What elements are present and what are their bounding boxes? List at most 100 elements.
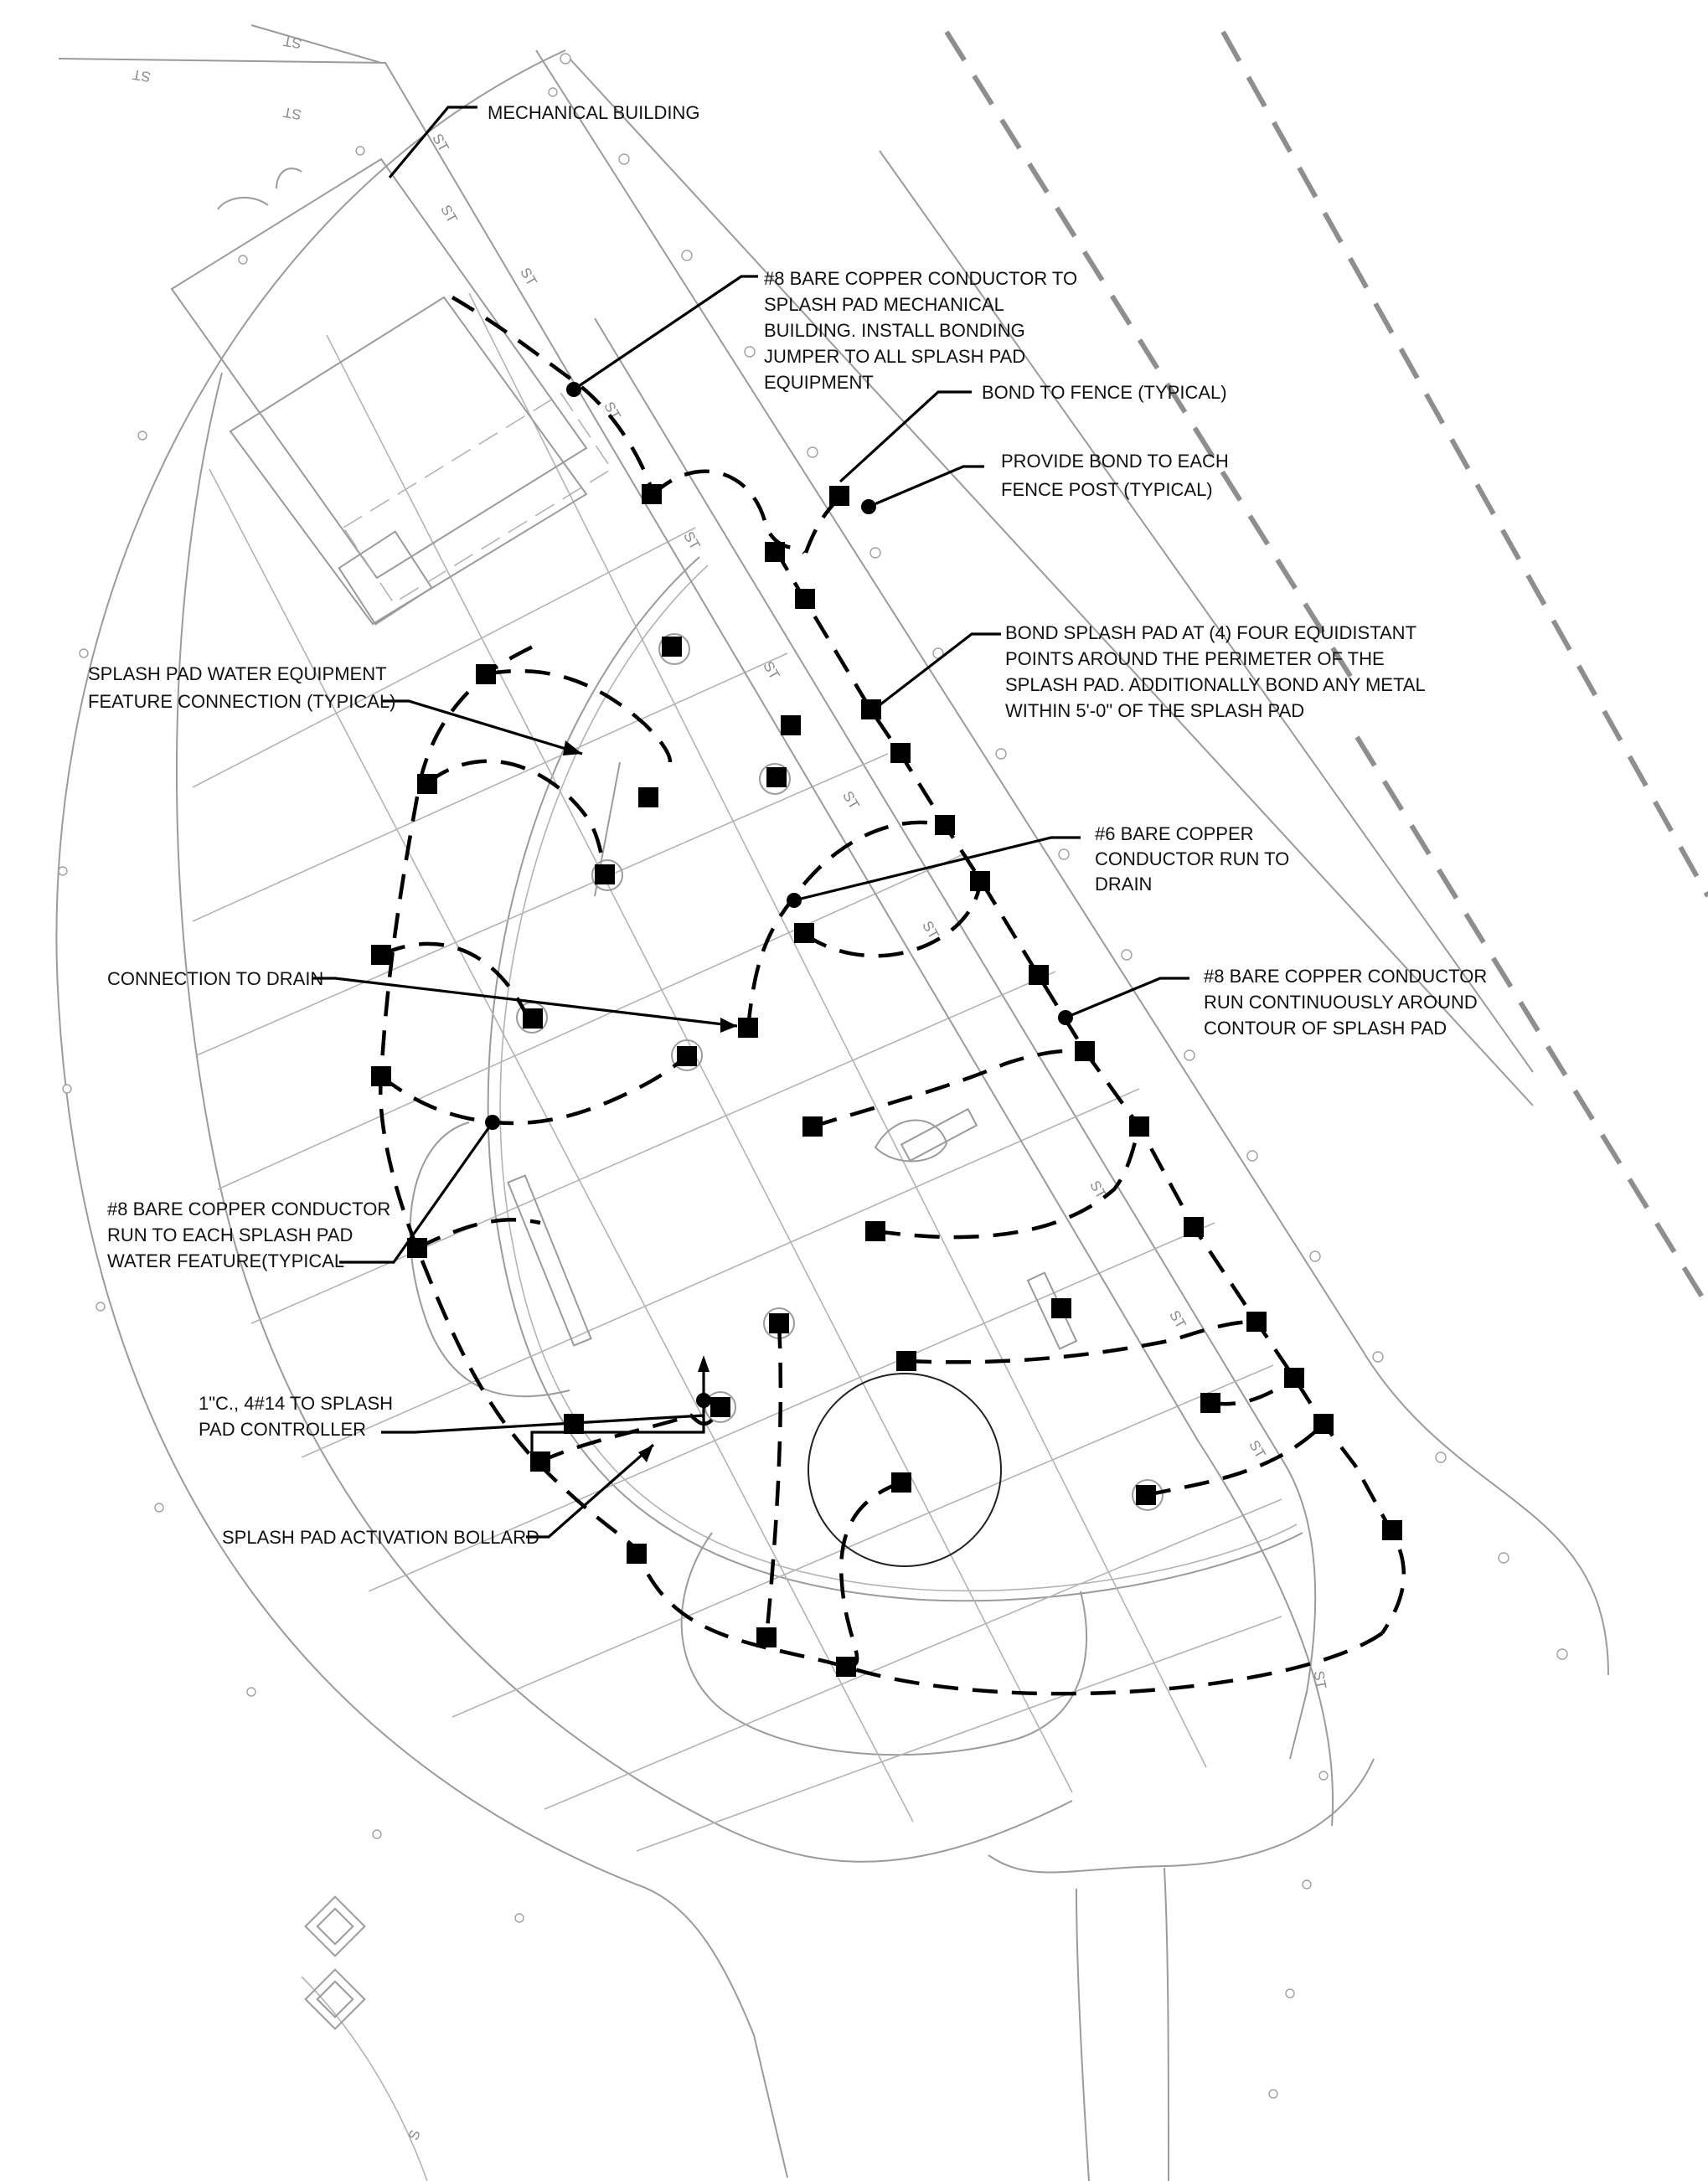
label-copper-contour-2: RUN CONTINUOUSLY AROUND bbox=[1204, 992, 1478, 1013]
leader-lines bbox=[312, 106, 1189, 1539]
bond-point bbox=[530, 1451, 550, 1472]
run-building bbox=[451, 296, 656, 495]
leader-water-feature bbox=[339, 1121, 494, 1264]
run-ring bbox=[839, 1480, 902, 1669]
bond-point bbox=[627, 1544, 647, 1564]
run-top-loop bbox=[650, 469, 806, 554]
label-connection-to-drain: CONNECTION TO DRAIN bbox=[107, 968, 323, 989]
bond-point bbox=[677, 1046, 697, 1066]
run-drain-loop bbox=[379, 1054, 689, 1126]
bond-point bbox=[1200, 1393, 1220, 1413]
bond-point bbox=[1051, 1298, 1071, 1318]
leader-controller bbox=[381, 1414, 704, 1434]
bond-point bbox=[1382, 1520, 1402, 1540]
label-copper-contour-1: #8 BARE COPPER CONDUCTOR bbox=[1204, 966, 1487, 987]
site-background: ST ST ST ST ST ST ST ST ST ST ST ST ST S… bbox=[55, 24, 1708, 2181]
label-copper-to-building-2: SPLASH PAD MECHANICAL bbox=[764, 294, 1004, 315]
bond-point bbox=[638, 787, 658, 807]
callouts: MECHANICAL BUILDING #8 BARE COPPER CONDU… bbox=[88, 102, 1487, 1548]
storm-tag: ST bbox=[517, 265, 539, 288]
leader-water-equipment bbox=[381, 699, 583, 755]
bond-point bbox=[417, 774, 437, 794]
label-copper-to-building-5: EQUIPMENT bbox=[764, 372, 874, 393]
storm-line-upper bbox=[250, 24, 382, 64]
bond-point bbox=[890, 743, 911, 763]
label-copper-to-building-3: BUILDING. INSTALL BONDING bbox=[764, 320, 1025, 341]
label-copper-to-drain-1: #6 BARE COPPER bbox=[1095, 823, 1254, 844]
run-drain-right bbox=[802, 879, 983, 958]
bond-point bbox=[766, 767, 787, 787]
label-activation-bollard: SPLASH PAD ACTIVATION BOLLARD bbox=[222, 1527, 539, 1548]
storm-tag: ST bbox=[1310, 1669, 1329, 1690]
run-middle-4 bbox=[1210, 1376, 1296, 1406]
label-copper-water-feature-1: #8 BARE COPPER CONDUCTOR bbox=[107, 1199, 390, 1219]
sewer-line bbox=[301, 1976, 428, 2181]
storm-tag: ST bbox=[429, 131, 452, 154]
bond-point bbox=[891, 1472, 911, 1493]
run-feature-bar bbox=[416, 1218, 541, 1250]
bond-point bbox=[896, 1351, 916, 1371]
leader-to-drain bbox=[793, 836, 1081, 902]
bond-point bbox=[836, 1657, 856, 1677]
leader-fence-post bbox=[868, 465, 984, 508]
bond-point bbox=[642, 484, 662, 504]
label-bond-equidistant-1: BOND SPLASH PAD AT (4) FOUR EQUIDISTANT bbox=[1005, 622, 1416, 643]
label-bond-to-fence: BOND TO FENCE (TYPICAL) bbox=[982, 382, 1227, 403]
storm-tag: ST bbox=[282, 33, 303, 51]
storm-tag: ST bbox=[282, 104, 303, 122]
bond-point bbox=[829, 486, 849, 506]
run-drain-main bbox=[746, 820, 946, 1029]
property-line-1 bbox=[944, 30, 1360, 688]
label-bond-equidistant-2: POINTS AROUND THE PERIMETER OF THE bbox=[1005, 648, 1385, 669]
bond-point bbox=[1284, 1368, 1304, 1388]
bond-point bbox=[794, 923, 814, 943]
bond-point bbox=[1313, 1414, 1334, 1434]
bond-point bbox=[371, 945, 391, 965]
conduit-arrow-icon bbox=[698, 1355, 710, 1372]
bond-point bbox=[1029, 965, 1049, 985]
run-middle-2 bbox=[875, 1126, 1142, 1240]
bond-point bbox=[756, 1627, 777, 1647]
splash-pad-edge bbox=[487, 556, 1303, 1602]
bond-point bbox=[861, 699, 881, 719]
bond-point bbox=[407, 1238, 427, 1258]
inner-lawn-boundary bbox=[175, 372, 1073, 1863]
mechanical-building bbox=[170, 157, 613, 626]
label-conduit-controller-2: PAD CONTROLLER bbox=[199, 1419, 366, 1440]
leader-fence bbox=[839, 390, 972, 483]
storm-tag: ST bbox=[1246, 1437, 1268, 1461]
pad-right-edge bbox=[594, 317, 1317, 1760]
label-bond-equidistant-3: SPLASH PAD. ADDITIONALLY BOND ANY METAL bbox=[1005, 674, 1426, 695]
storm-tag: ST bbox=[839, 788, 862, 812]
label-water-equipment-2: FEATURE CONNECTION (TYPICAL) bbox=[88, 691, 396, 712]
bond-point bbox=[865, 1221, 885, 1241]
arrowhead-bollard bbox=[638, 1445, 653, 1462]
leader-bollard bbox=[526, 1443, 655, 1539]
label-bond-equidistant-4: WITHIN 5'-0" OF THE SPLASH PAD bbox=[1005, 700, 1304, 721]
run-feature-arc bbox=[426, 759, 607, 876]
bond-point bbox=[795, 589, 815, 609]
label-copper-contour-3: CONTOUR OF SPLASH PAD bbox=[1204, 1018, 1447, 1039]
pad-inner-left-curve bbox=[409, 1121, 570, 1398]
storm-tag: ST bbox=[680, 528, 703, 552]
label-copper-water-feature-2: RUN TO EACH SPLASH PAD bbox=[107, 1225, 353, 1245]
planter-boxes bbox=[304, 1895, 366, 2030]
bond-point bbox=[802, 1116, 823, 1137]
bond-point bbox=[523, 1008, 543, 1029]
walkway-edge-left bbox=[1076, 1888, 1090, 2181]
storm-tag: ST bbox=[132, 66, 152, 85]
bond-point bbox=[970, 871, 990, 891]
walkway-apron bbox=[988, 1758, 1375, 1874]
bond-point bbox=[662, 637, 682, 657]
bond-point bbox=[781, 715, 801, 735]
property-line-3 bbox=[1355, 735, 1708, 1308]
bond-point bbox=[476, 664, 496, 684]
run-middle-5 bbox=[1145, 1422, 1325, 1498]
run-mid-left bbox=[380, 941, 530, 1018]
leader-connection-drain bbox=[312, 977, 738, 1028]
walkway-edge-right bbox=[1164, 1867, 1169, 2181]
storm-line bbox=[58, 58, 1334, 1827]
leader-contour bbox=[1065, 977, 1189, 1019]
bond-point bbox=[1136, 1485, 1156, 1505]
